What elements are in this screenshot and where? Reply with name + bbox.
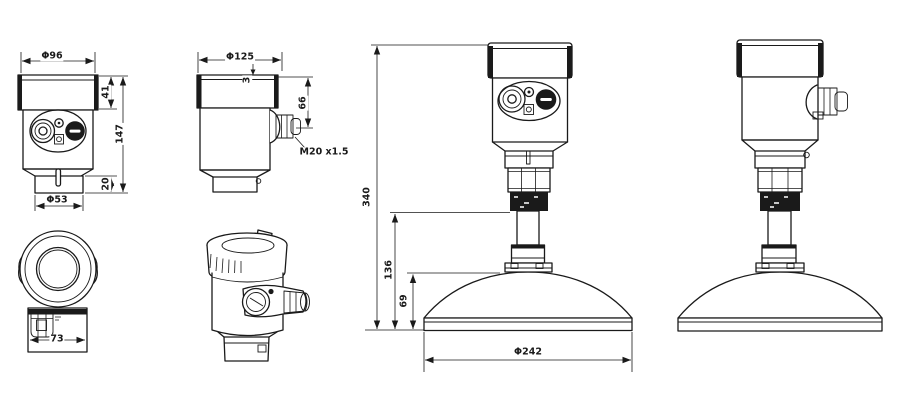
dim-label-20: 20: [100, 176, 112, 192]
horn-antenna-front-view-drawing: [365, 42, 633, 372]
horn-dome: [677, 271, 883, 319]
dim-label-phi96: Φ96: [40, 50, 64, 62]
horn-side-cable-gland: [805, 84, 848, 120]
display-panel-oval: [497, 80, 561, 122]
antenna-flange: [504, 262, 553, 273]
lid-ribs: [209, 253, 242, 276]
dim-label-3: 3: [241, 75, 253, 85]
antenna-tube: [767, 210, 792, 246]
side-lid: [196, 74, 279, 109]
perspective-cable-glands: [241, 284, 310, 318]
indicator-circle: [523, 86, 535, 98]
dim-label-147: 147: [114, 123, 126, 145]
dim-label-340: 340: [361, 186, 373, 208]
hex-nut: [757, 167, 803, 193]
dim-label-73: 73: [49, 333, 65, 345]
antenna-tube: [516, 210, 540, 246]
process-thread: [510, 192, 548, 211]
top-view-drawing: [18, 230, 98, 353]
orientation-pin: [526, 150, 531, 165]
dim-label-phi125: Φ125: [225, 51, 255, 63]
horn-rim: [677, 317, 883, 332]
dim-label-136: 136: [383, 259, 395, 281]
front-pin: [55, 168, 62, 187]
top-view-lid-circles: [19, 230, 97, 308]
horn-rim: [423, 317, 633, 332]
dim-label-phi242: Φ242: [513, 346, 543, 358]
adjust-window: [54, 134, 64, 145]
side-view-drawing: [196, 52, 313, 193]
lid-opening: [221, 237, 275, 254]
dim-label-phi53: Φ53: [45, 194, 69, 206]
horn-side-neck: [754, 150, 806, 169]
display-panel-oval: [29, 109, 87, 153]
perspective-flange: [223, 336, 270, 362]
display-dial: [30, 118, 56, 144]
adjust-window: [523, 104, 534, 115]
dim-label-69: 69: [398, 293, 410, 309]
hex-nut: [507, 167, 551, 193]
minus-button: [65, 121, 85, 141]
side-flange: [212, 176, 258, 193]
side-cable-gland: [269, 109, 301, 144]
dim-label-m20: M20 x1.5: [298, 146, 350, 158]
front-lid: [17, 74, 99, 111]
neck-latch: [803, 151, 810, 159]
antenna-flange: [755, 262, 805, 273]
minus-button: [535, 89, 557, 110]
dim-label-41: 41: [100, 84, 112, 100]
horn-antenna-side-view-drawing: [677, 39, 883, 332]
display-dial: [498, 85, 526, 113]
perspective-view-drawing: [206, 229, 310, 362]
horn-front-neck: [504, 150, 554, 169]
front-view-drawing: [17, 52, 128, 211]
dim-label-66: 66: [297, 95, 309, 111]
side-body: [199, 107, 271, 171]
process-thread: [760, 192, 800, 211]
horn-dome: [423, 271, 633, 319]
indicator-circle: [54, 118, 64, 128]
